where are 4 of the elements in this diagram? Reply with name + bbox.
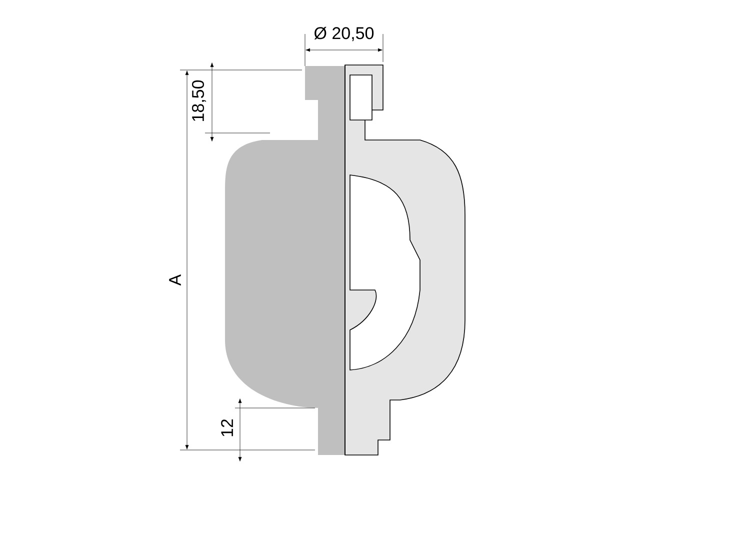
dimension-label: Ø 20,50 [314, 26, 374, 42]
dimension-label: 18,50 [192, 80, 206, 121]
dimension-label: A [169, 274, 181, 286]
dimension-label: 12 [221, 419, 233, 436]
